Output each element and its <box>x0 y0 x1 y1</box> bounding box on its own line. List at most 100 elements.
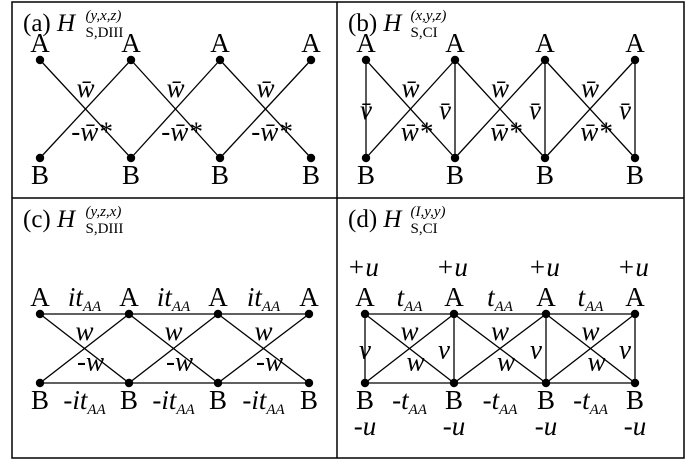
site-a-dot <box>306 55 316 65</box>
hopping-label-diagonal-up: w <box>406 347 424 377</box>
site-a-dot <box>126 55 136 65</box>
hopping-label-vertical: v̄ <box>529 95 541 125</box>
site-b-dot <box>215 153 225 163</box>
panel-tag: (c) <box>23 206 57 233</box>
site-b-label: B <box>122 160 140 190</box>
site-b-label: B <box>31 160 49 190</box>
site-b-label: B <box>356 385 374 415</box>
site-b-dot <box>449 378 459 388</box>
site-b-label: B <box>626 385 644 415</box>
hopping-label-diagonal-up: w <box>497 347 515 377</box>
site-a-label: A <box>119 282 139 312</box>
site-b-label: B <box>446 160 464 190</box>
hopping-label-diagonal-down: w <box>254 316 272 346</box>
hopping-diagonal-up <box>217 313 310 384</box>
panel-tag: (a) <box>23 10 57 37</box>
hopping-label-vertical: v̄ <box>619 95 631 125</box>
site-b-dot <box>450 153 460 163</box>
hopping-label-bottom-row: -tAA <box>392 385 428 418</box>
onsite-energy-top: +u <box>617 252 649 282</box>
hopping-label-top-row: itAA <box>247 282 281 315</box>
hopping-label-vertical: v <box>438 335 450 365</box>
site-a-label: A <box>121 28 141 58</box>
panel-a <box>35 55 316 163</box>
panel-title: (c) H (y,z,x) <box>23 204 121 233</box>
hopping-label-diagonal-down: w̄ <box>166 73 184 103</box>
site-a-dot <box>124 309 134 319</box>
hamiltonian-symbol: H <box>56 10 77 37</box>
site-b-label: B <box>302 160 320 190</box>
hopping-label-diagonal-up: -w̄* <box>251 116 292 146</box>
site-b-dot <box>304 378 314 388</box>
hopping-label-diagonal-up: -w̄* <box>161 116 202 146</box>
site-a-label: A <box>445 28 465 58</box>
hopping-label-top-row: tAA <box>487 282 514 315</box>
hamiltonian-superscript: (x,y,z) <box>411 8 447 24</box>
site-b-label: B <box>211 160 229 190</box>
hamiltonian-subscript: S,DIII <box>86 25 124 41</box>
hopping-label-diagonal-down: w <box>491 316 509 346</box>
hopping-diagonal-up <box>39 59 132 159</box>
hopping-label-diagonal-up: -w̄* <box>71 116 112 146</box>
hopping-diagonal-up <box>453 313 547 384</box>
site-b-label: B <box>537 385 555 415</box>
hopping-diagonal-up <box>454 59 546 159</box>
hopping-label-vertical: v̄ <box>439 95 451 125</box>
hopping-label-diagonal-up: w̄* <box>490 116 522 146</box>
hopping-label-vertical: v <box>619 335 631 365</box>
hamiltonian-symbol: H <box>382 10 403 37</box>
hopping-diagonal-up <box>39 313 130 384</box>
hopping-label-diagonal-down: w <box>400 316 418 346</box>
panel-b <box>361 55 640 163</box>
hamiltonian-superscript: (y,z,x) <box>86 204 122 220</box>
site-a-label: A <box>30 282 50 312</box>
site-a-label: A <box>625 28 645 58</box>
hopping-diagonal-up <box>219 59 312 159</box>
hopping-label-diagonal-up: -w <box>166 347 193 377</box>
site-a-dot <box>541 309 551 319</box>
hopping-label-diagonal-down: w̄ <box>491 73 509 103</box>
hopping-label-bottom-row: -tAA <box>573 385 609 418</box>
hopping-diagonal-up <box>365 59 456 159</box>
site-a-label: A <box>355 282 375 312</box>
hopping-diagonal-up <box>128 313 219 384</box>
site-a-label: A <box>535 28 555 58</box>
hamiltonian-subscript: S,CI <box>411 221 438 237</box>
site-a-dot <box>450 55 460 65</box>
site-b-dot <box>360 378 370 388</box>
onsite-energy-bottom: -u <box>535 411 558 441</box>
hopping-label-bottom-row: -tAA <box>483 385 519 418</box>
hamiltonian-subscript: S,DIII <box>86 221 124 237</box>
site-b-label: B <box>120 385 138 415</box>
onsite-energy-bottom: -u <box>443 411 466 441</box>
site-b-dot <box>126 153 136 163</box>
hamiltonian-symbol: H <box>382 206 403 233</box>
panel-tag: (d) <box>348 206 383 233</box>
hopping-label-diagonal-down: w <box>164 316 182 346</box>
onsite-energy-top: +u <box>528 252 560 282</box>
site-a-label: A <box>536 282 556 312</box>
hopping-label-vertical: v <box>530 335 542 365</box>
hopping-label-diagonal-down: w̄ <box>256 73 274 103</box>
site-a-dot <box>213 309 223 319</box>
onsite-energy-bottom: -u <box>624 411 647 441</box>
panel-tag: (b) <box>348 10 383 37</box>
site-b-dot <box>35 378 45 388</box>
site-a-label: A <box>299 282 319 312</box>
hamiltonian-symbol: H <box>56 206 77 233</box>
site-a-dot <box>35 309 45 319</box>
site-b-dot <box>541 378 551 388</box>
site-a-label: A <box>444 282 464 312</box>
site-b-dot <box>361 153 371 163</box>
site-a-dot <box>540 55 550 65</box>
site-a-dot <box>304 309 314 319</box>
hopping-label-vertical: v <box>359 335 371 365</box>
hopping-label-diagonal-down: w̄ <box>581 73 599 103</box>
site-b-dot <box>306 153 316 163</box>
site-a-label: A <box>30 28 50 58</box>
site-a-dot <box>360 309 370 319</box>
panel-title: (b) H (x,y,z) <box>348 8 446 37</box>
panel-title: (d) H(I,y,y) <box>348 204 445 233</box>
